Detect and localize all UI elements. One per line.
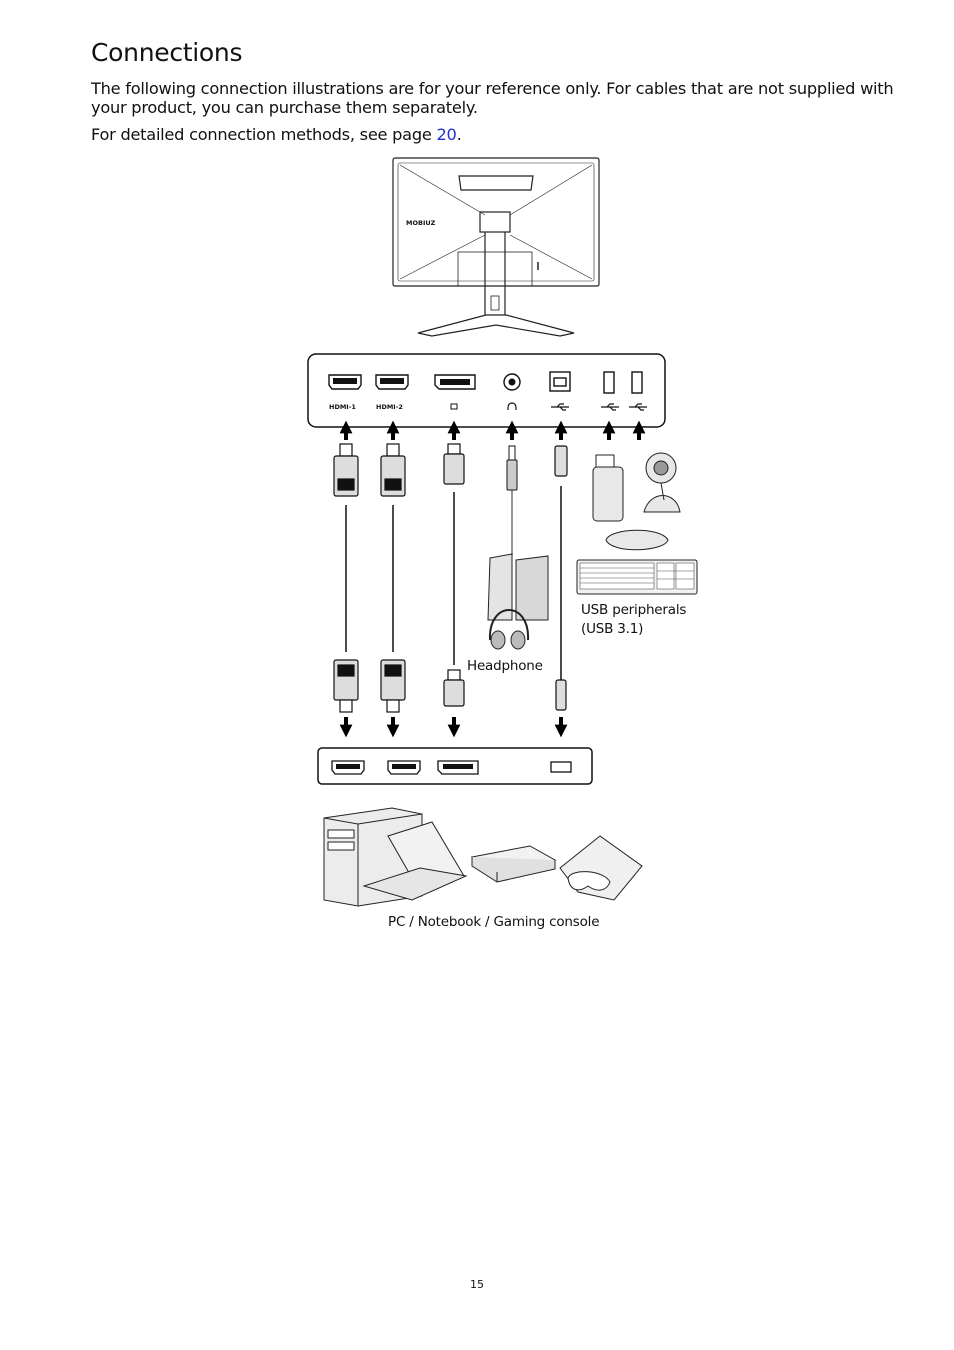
detail-paragraph: For detailed connection methods, see pag… <box>91 125 901 144</box>
source-port-panel <box>317 747 593 785</box>
page-link[interactable]: 20 <box>436 125 457 144</box>
headphone-jack-icon <box>503 373 521 391</box>
displayport-cable-connectors <box>443 443 465 707</box>
displayport-port-icon <box>434 374 476 390</box>
hdmi-1-label: HDMI-1 <box>329 403 356 411</box>
detail-prefix: For detailed connection methods, see pag… <box>91 125 437 144</box>
page-number: 15 <box>470 1278 484 1291</box>
usb-b-port-icon <box>549 371 571 392</box>
hdmi-2-port-icon <box>375 374 409 390</box>
monitor-logo: MOBIUZ <box>406 219 436 227</box>
page-title: Connections <box>91 38 243 67</box>
cables <box>345 486 562 680</box>
connection-diagram: MOBIUZ HDMI-1 HDMI-2 <box>307 157 698 907</box>
usb-icon <box>551 403 647 411</box>
hdmi-1-port-icon <box>328 374 362 390</box>
audio-plug <box>506 445 518 491</box>
usb-peripherals-illustration <box>576 452 698 595</box>
usb-a-port-1-icon <box>603 371 615 394</box>
source-devices-illustration <box>323 807 643 907</box>
hdmi-cable-connectors <box>333 443 406 713</box>
monitor-port-panel: HDMI-1 HDMI-2 <box>307 353 666 428</box>
speakers-headphone-illustration <box>487 553 549 650</box>
source-devices-caption: PC / Notebook / Gaming console <box>388 914 600 930</box>
up-arrows <box>339 420 646 440</box>
intro-paragraph: The following connection illustrations a… <box>91 79 894 117</box>
usb-a-port-2-icon <box>631 371 643 394</box>
usb-peripherals-caption: USB peripherals <box>581 602 687 618</box>
hdmi-2-label: HDMI-2 <box>376 403 403 411</box>
detail-suffix: . <box>456 125 462 144</box>
monitor-rear-illustration <box>392 157 600 337</box>
headphone-icon <box>507 402 517 410</box>
usb-cable-connectors <box>554 445 568 711</box>
headphone-caption: Headphone <box>467 658 543 674</box>
displayport-icon <box>450 403 458 410</box>
usb-version-caption: (USB 3.1) <box>581 621 644 637</box>
down-arrows <box>339 717 568 738</box>
